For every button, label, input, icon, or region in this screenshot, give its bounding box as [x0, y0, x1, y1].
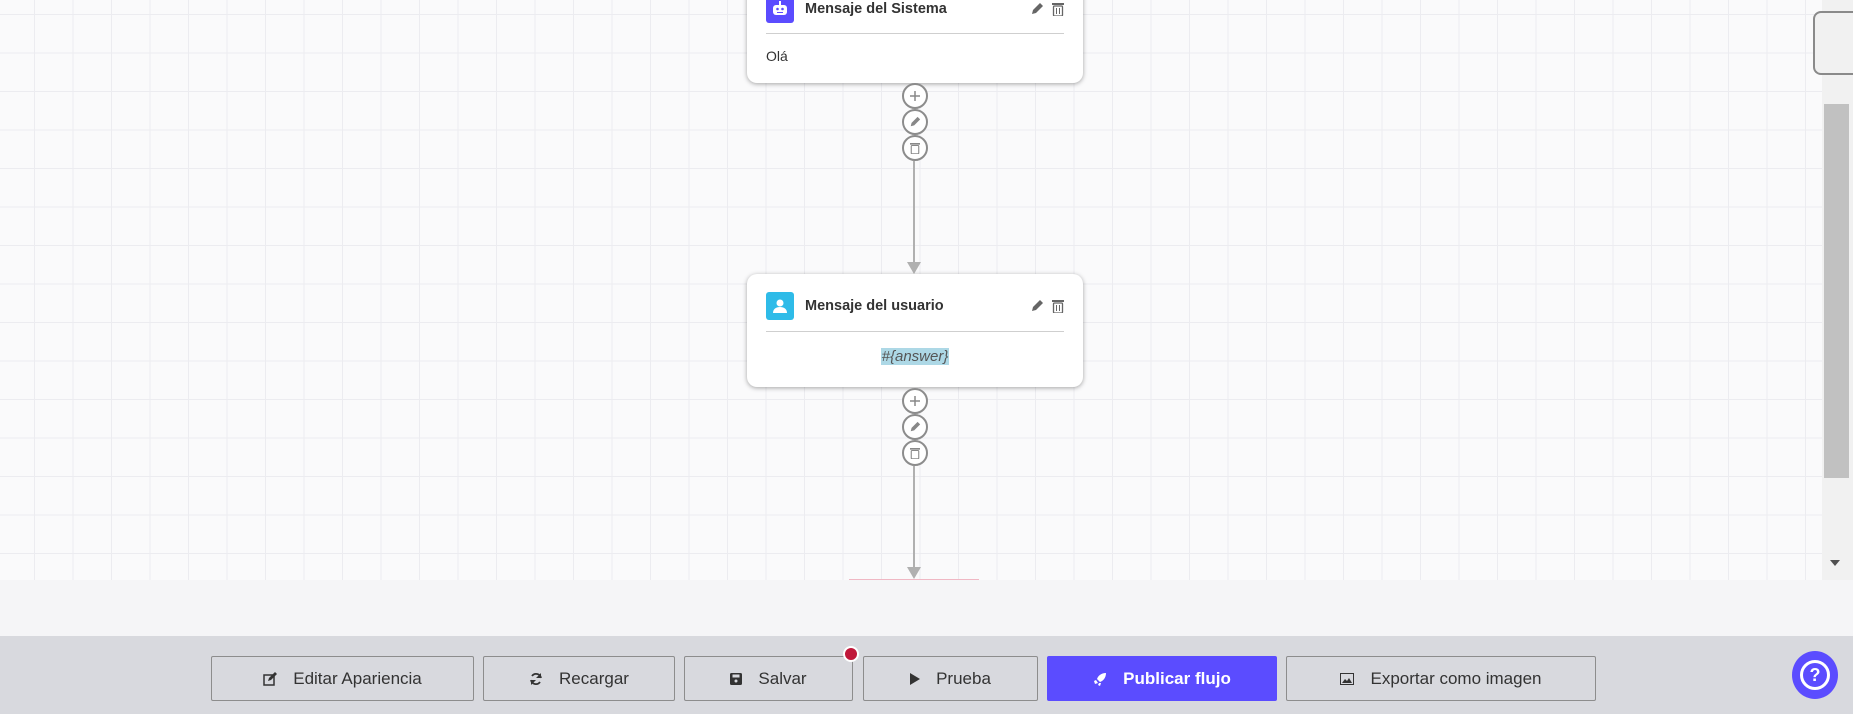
button-label: Salvar [758, 668, 807, 688]
scroll-down-arrow[interactable] [1830, 560, 1840, 566]
save-button[interactable]: Salvar [684, 656, 853, 701]
divider [766, 331, 1064, 332]
publish-flow-button[interactable]: Publicar flujo [1047, 656, 1277, 701]
unsaved-changes-dot [843, 646, 859, 662]
play-icon [910, 672, 921, 685]
delete-connection-button[interactable] [902, 440, 928, 466]
vertical-scrollbar[interactable] [1822, 0, 1853, 580]
reload-button[interactable]: Recargar [483, 656, 675, 701]
export-image-button[interactable]: Exportar como imagen [1286, 656, 1596, 701]
bottom-toolbar: Editar Apariencia Recargar Salvar Prueba… [0, 636, 1853, 714]
button-label: Exportar como imagen [1370, 668, 1542, 688]
trash-icon[interactable] [1052, 299, 1064, 313]
minimap-panel[interactable] [1813, 11, 1853, 75]
add-node-button[interactable] [902, 388, 928, 414]
edit-icon [263, 671, 278, 686]
arrow-down-icon [907, 262, 921, 274]
next-node-edge [849, 579, 979, 580]
divider [766, 33, 1064, 34]
add-node-button[interactable] [902, 83, 928, 109]
pencil-icon[interactable] [1030, 2, 1044, 16]
node-content: Olá [766, 48, 788, 64]
pencil-icon[interactable] [1030, 299, 1044, 313]
rocket-icon [1093, 672, 1107, 686]
question-icon: ? [1800, 660, 1830, 690]
system-message-node[interactable]: Mensaje del Sistema Olá [747, 0, 1083, 83]
connector-line [913, 161, 915, 264]
user-message-node[interactable]: Mensaje del usuario #{answer} [747, 274, 1083, 387]
image-icon [1340, 672, 1355, 685]
flow-canvas[interactable]: Mensaje del Sistema Olá Mensaje del usua… [0, 0, 1822, 580]
arrow-down-icon [907, 567, 921, 579]
test-button[interactable]: Prueba [863, 656, 1038, 701]
connector-line [913, 466, 915, 570]
user-icon [766, 292, 794, 320]
button-label: Recargar [559, 668, 629, 688]
delete-connection-button[interactable] [902, 135, 928, 161]
button-label: Prueba [936, 668, 991, 688]
robot-icon [766, 0, 794, 23]
button-label: Publicar flujo [1123, 668, 1231, 688]
edit-appearance-button[interactable]: Editar Apariencia [211, 656, 474, 701]
node-title: Mensaje del Sistema [805, 1, 947, 17]
scrollbar-thumb[interactable] [1824, 104, 1849, 478]
answer-variable: #{answer} [880, 348, 950, 365]
floppy-icon [730, 672, 743, 685]
node-title: Mensaje del usuario [805, 298, 944, 314]
trash-icon[interactable] [1052, 2, 1064, 16]
button-label: Editar Apariencia [293, 668, 422, 688]
refresh-icon [529, 672, 543, 686]
edit-connection-button[interactable] [902, 109, 928, 135]
help-button[interactable]: ? [1792, 651, 1838, 699]
edit-connection-button[interactable] [902, 414, 928, 440]
